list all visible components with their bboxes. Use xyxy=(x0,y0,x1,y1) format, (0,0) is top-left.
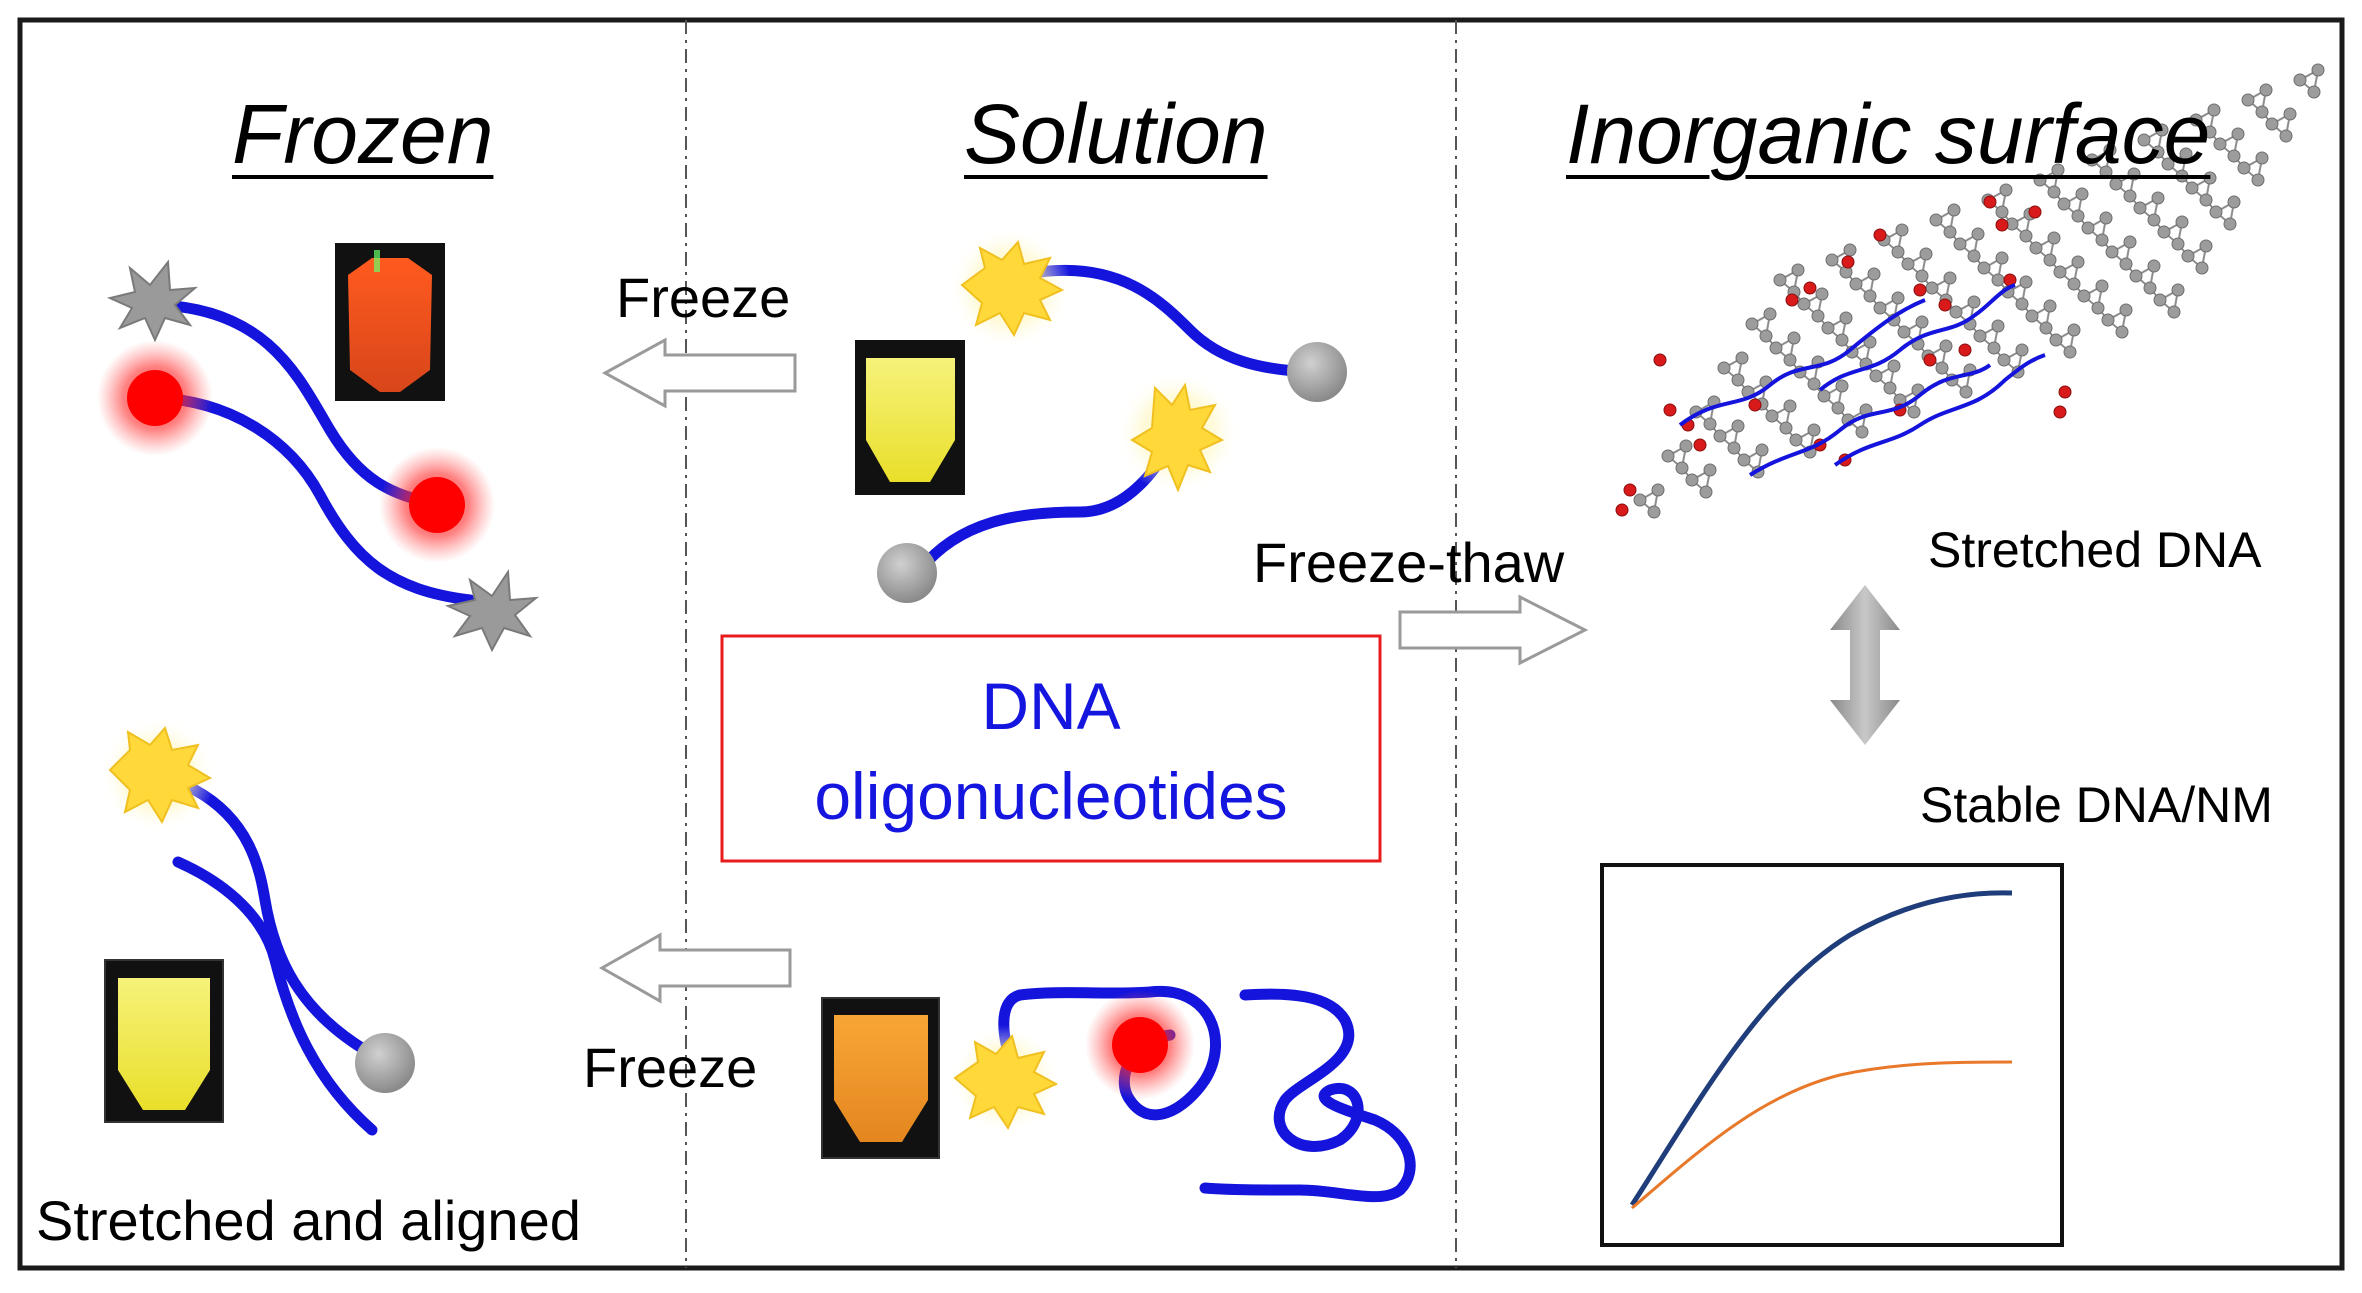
quencher-ball xyxy=(355,1033,415,1093)
freeze-label-bottom: Freeze xyxy=(583,1036,758,1099)
section-title-frozen: Frozen xyxy=(232,87,494,181)
stretched-and-aligned-label: Stretched and aligned xyxy=(36,1189,581,1252)
dna-box-line1: DNA xyxy=(981,669,1121,743)
tube-photo-yellow-frozen xyxy=(104,959,224,1123)
equilibrium-double-arrow xyxy=(1830,585,1900,745)
tube-photo-yellow-solution xyxy=(855,340,965,495)
plot-frame xyxy=(1600,863,2064,1247)
plot-curve-lower xyxy=(1631,1060,2013,1210)
section-title-solution: Solution xyxy=(964,87,1268,181)
yellow-fluorophore xyxy=(953,1033,1059,1131)
dna-box-line2: oligonucleotides xyxy=(814,759,1288,833)
outer-frame xyxy=(17,17,2345,1271)
surface-dna-strand xyxy=(1833,353,2046,467)
plot-curve-upper xyxy=(1629,890,2013,1207)
stretched-dna-label: Stretched DNA xyxy=(1928,522,2262,578)
freeze-arrow-top xyxy=(601,337,797,409)
stability-plot xyxy=(1600,863,2064,1247)
section-title-inorganic-surface: Inorganic surface xyxy=(1566,87,2211,181)
solution-bottom-illustration xyxy=(950,985,1416,1203)
freeze-thaw-label: Freeze-thaw xyxy=(1253,531,1565,594)
frozen-bottom-illustration xyxy=(100,717,415,1136)
freeze-thaw-arrow xyxy=(1398,594,1589,666)
dna-strand-coiled xyxy=(1199,988,1416,1203)
yellow-fluorophore xyxy=(960,239,1065,338)
tube-photo-orange-frozen xyxy=(335,243,445,401)
yellow-fluorophore xyxy=(108,726,213,825)
tube-photo-amber-solution xyxy=(821,997,940,1159)
dna-strand xyxy=(189,784,371,1056)
freeze-label-top: Freeze xyxy=(616,266,791,329)
solution-top-illustration xyxy=(877,226,1347,603)
surface-dna-strand xyxy=(1748,363,1992,477)
red-fluorophore xyxy=(1112,1017,1168,1073)
dna-strand xyxy=(149,392,476,606)
quencher-ball xyxy=(1287,342,1347,402)
graphene-oxide-sheet xyxy=(1615,63,2325,519)
yellow-fluorophore xyxy=(1130,382,1225,493)
quencher-star xyxy=(444,569,540,653)
dna-strand xyxy=(1034,264,1318,378)
dna-oligonucleotides-box xyxy=(720,634,1382,863)
frozen-top-illustration xyxy=(97,259,540,653)
stable-dna-nm-label: Stable DNA/NM xyxy=(1920,777,2273,833)
red-fluorophore xyxy=(127,370,183,426)
red-fluorophore xyxy=(409,477,465,533)
surface-dna-strand xyxy=(1678,298,1926,427)
freeze-arrow-bottom xyxy=(598,932,792,1004)
dna-strand xyxy=(172,856,378,1136)
quencher-ball xyxy=(877,543,937,603)
quencher-star xyxy=(106,259,199,343)
surface-dna-strand xyxy=(1818,283,2016,392)
